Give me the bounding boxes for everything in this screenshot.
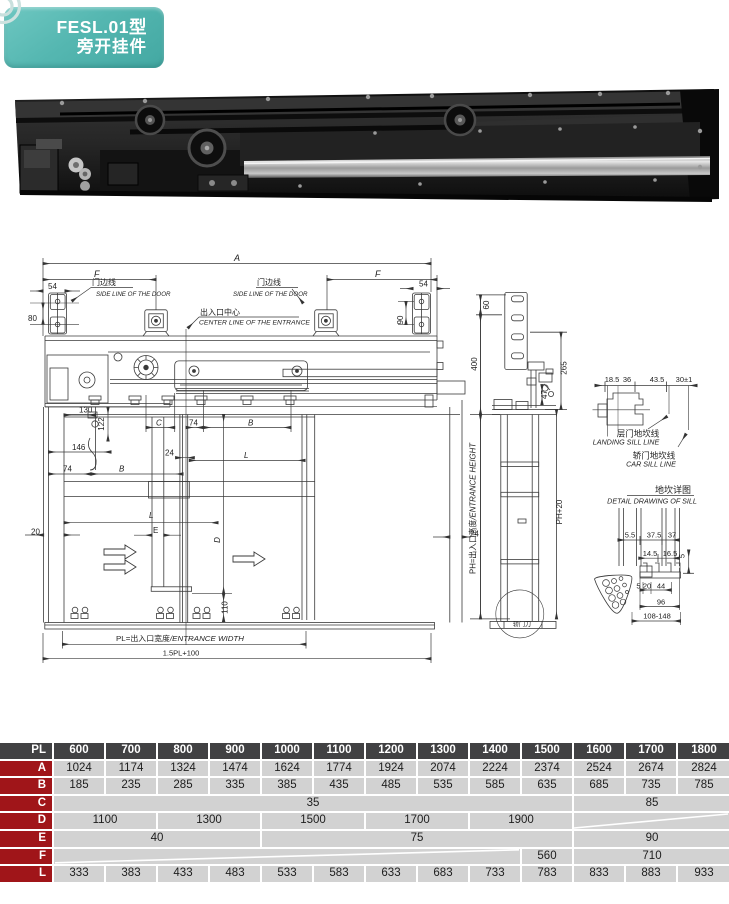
svg-text:L: L	[244, 451, 248, 460]
svg-text:PH=出入口高度/ENTRANCE HEIGHT: PH=出入口高度/ENTRANCE HEIGHT	[468, 442, 478, 574]
svg-text:B: B	[248, 419, 254, 428]
svg-text:20: 20	[643, 582, 651, 591]
svg-text:B: B	[119, 465, 125, 474]
svg-text:24: 24	[470, 530, 479, 539]
svg-text:16.5: 16.5	[663, 549, 678, 558]
svg-text:130: 130	[79, 406, 93, 415]
svg-text:SIDE LINE OF THE DOOR: SIDE LINE OF THE DOOR	[96, 291, 171, 298]
svg-text:43.5: 43.5	[650, 375, 665, 384]
svg-text:C: C	[156, 419, 162, 428]
svg-text:122: 122	[97, 417, 106, 431]
svg-text:400: 400	[470, 357, 479, 371]
svg-text:E: E	[153, 526, 158, 535]
svg-text:30±1: 30±1	[676, 375, 693, 384]
svg-text:5: 5	[678, 554, 687, 558]
svg-text:轿门地坎线: 轿门地坎线	[633, 451, 676, 461]
svg-text:20: 20	[31, 528, 40, 537]
svg-text:PL=出入口宽度/ENTRANCE WIDTH: PL=出入口宽度/ENTRANCE WIDTH	[116, 633, 245, 643]
svg-text:层门地坎线: 层门地坎线	[617, 429, 660, 439]
svg-text:1.5PL+100: 1.5PL+100	[163, 649, 200, 658]
svg-text:96: 96	[657, 598, 665, 607]
svg-text:74: 74	[189, 419, 198, 428]
svg-text:36: 36	[623, 375, 631, 384]
svg-text:80: 80	[28, 314, 37, 323]
svg-text:37.5: 37.5	[647, 531, 662, 540]
svg-text:74: 74	[63, 465, 72, 474]
svg-text:5.5: 5.5	[625, 531, 635, 540]
svg-text:265: 265	[560, 361, 569, 375]
svg-text:5: 5	[636, 582, 640, 591]
svg-text:146: 146	[72, 443, 86, 452]
svg-text:24: 24	[165, 449, 174, 458]
svg-text:轿门刀: 轿门刀	[513, 621, 531, 629]
svg-text:DETAIL DRAWING OF SILL: DETAIL DRAWING OF SILL	[607, 497, 697, 506]
svg-text:37: 37	[668, 531, 676, 540]
svg-text:CAR SILL LINE: CAR SILL LINE	[626, 460, 676, 469]
svg-text:14.5: 14.5	[643, 549, 658, 558]
svg-text:18.5: 18.5	[605, 375, 620, 384]
svg-text:54: 54	[48, 282, 57, 291]
svg-text:L: L	[149, 511, 153, 520]
svg-text:60: 60	[482, 300, 491, 309]
svg-text:90: 90	[396, 315, 405, 324]
svg-text:108-148: 108-148	[643, 612, 671, 621]
svg-text:门边线: 门边线	[92, 277, 116, 287]
svg-text:LANDING SILL LINE: LANDING SILL LINE	[593, 438, 660, 447]
svg-text:门边线: 门边线	[257, 277, 281, 287]
svg-text:110: 110	[221, 601, 230, 614]
svg-text:SIDE LINE OF THE DOOR: SIDE LINE OF THE DOOR	[233, 291, 308, 298]
svg-text:CENTER LINE OF THE ENTRANCE: CENTER LINE OF THE ENTRANCE	[199, 320, 310, 327]
svg-text:PH+20: PH+20	[555, 499, 564, 524]
svg-text:出入口中心: 出入口中心	[200, 307, 240, 317]
svg-text:54: 54	[419, 280, 428, 289]
svg-text:44: 44	[657, 582, 665, 591]
svg-text:47: 47	[540, 390, 549, 399]
svg-text:地坎详图: 地坎详图	[655, 484, 691, 495]
svg-text:A: A	[233, 253, 240, 263]
svg-text:D: D	[213, 537, 222, 543]
svg-text:F: F	[375, 269, 381, 279]
svg-text:F: F	[94, 269, 100, 279]
